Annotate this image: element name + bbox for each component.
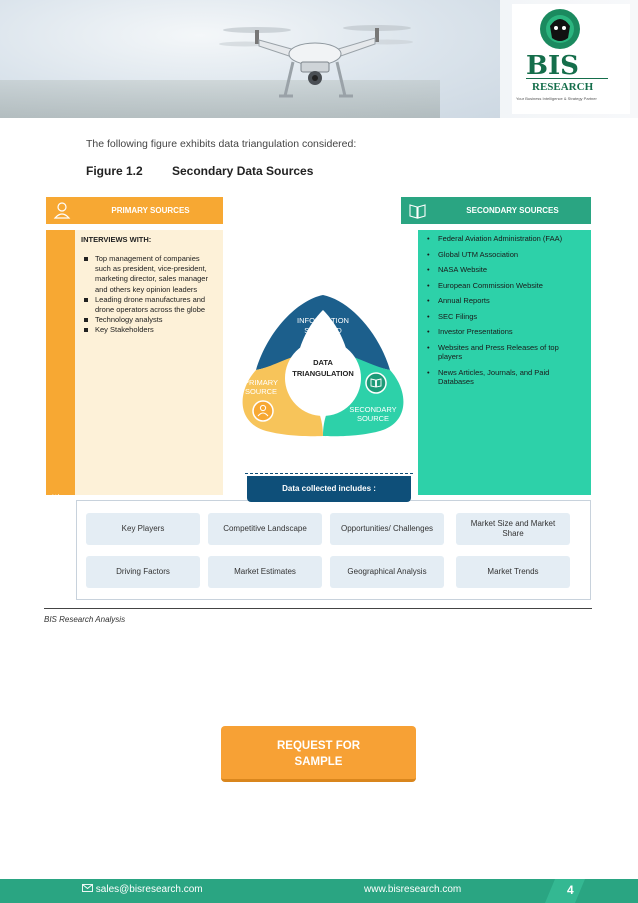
svg-text:Your Business Intelligence & S: Your Business Intelligence & Strategy Pa… [516,96,597,101]
envelope-icon [82,884,93,892]
svg-text:SOURCED: SOURCED [304,326,342,335]
svg-text:INFORMATION: INFORMATION [297,316,349,325]
list-item: SEC Filings [424,312,585,322]
chip-opportunities: Opportunities/ Challenges [330,513,444,545]
list-item: Global UTM Association [424,250,585,260]
data-collected-label: Data collected includes : [247,476,411,502]
figure-title: Secondary Data Sources [172,164,313,178]
svg-text:SOURCE: SOURCE [357,414,389,423]
request-sample-button[interactable]: REQUEST FOR SAMPLE [221,726,416,782]
bis-research-logo: BIS RESEARCH Your Business Intelligence … [512,4,630,114]
book-icon [401,197,434,224]
interviews-title: INTERVIEWS WITH: [81,235,217,244]
person-icon [46,197,78,224]
secondary-sources-header: SECONDARY SOURCES [434,197,591,224]
chip-competitive-landscape: Competitive Landscape [208,513,322,545]
figure-label: Figure 1.2 [86,164,143,178]
footer-email-link[interactable]: sales@bisresearch.com [82,884,203,895]
list-item: Annual Reports [424,296,585,306]
chip-geographical-analysis: Geographical Analysis [330,556,444,588]
page-number-tab [545,879,585,903]
svg-text:RESEARCH: RESEARCH [532,81,594,93]
list-item: Websites and Press Releases of top playe… [424,343,585,362]
footer-bar: sales@bisresearch.com www.bisresearch.co… [0,879,638,903]
list-item: Key Stakeholders [81,325,217,335]
primary-list: Top management of companies such as pres… [81,254,217,336]
chip-market-estimates: Market Estimates [208,556,322,588]
secondary-list: Federal Aviation Administration (FAA) Gl… [424,234,585,387]
list-item: Leading drone manufactures and drone ope… [81,295,217,315]
drone-illustration [215,10,415,105]
svg-text:SECONDARY: SECONDARY [349,405,396,414]
list-item: NASA Website [424,265,585,275]
chip-driving-factors: Driving Factors [86,556,200,588]
primary-sources-panel: INTERVIEWS WITH: Top management of compa… [75,230,223,495]
list-item: Top management of companies such as pres… [81,254,217,295]
svg-text:BIS: BIS [526,51,579,81]
footer-website-link[interactable]: www.bisresearch.com [364,884,461,895]
svg-text:PRIMARY: PRIMARY [244,378,278,387]
list-item: Technology analysts [81,315,217,325]
page-number: 4 [567,883,574,897]
primary-sources-header: PRIMARY SOURCES [78,197,223,224]
secondary-sources-panel: Federal Aviation Administration (FAA) Gl… [418,230,591,495]
list-item: European Commission Website [424,281,585,291]
svg-text:DATA: DATA [313,358,333,367]
list-item: Federal Aviation Administration (FAA) [424,234,585,244]
cta-line-1: REQUEST FOR [221,738,416,754]
person-icon [253,401,273,421]
chip-market-size: Market Size and Market Share [456,513,570,545]
svg-text:TRIANGULATION: TRIANGULATION [292,369,354,378]
supply-side-label: SUPPLY SIDE [51,494,61,552]
list-item: News Articles, Journals, and Paid Databa… [424,368,585,387]
data-triangulation-diagram: INFORMATION SOURCED DATA TRIANGULATION P… [228,290,418,440]
chip-key-players: Key Players [86,513,200,545]
source-note: BIS Research Analysis [44,615,125,624]
footer-email-text: sales@bisresearch.com [96,884,203,895]
supply-side-bar: SUPPLY SIDE [46,230,75,495]
divider [44,608,592,609]
svg-text:SOURCE: SOURCE [245,387,277,396]
header-banner: BIS RESEARCH Your Business Intelligence … [0,0,638,118]
list-item: Investor Presentations [424,327,585,337]
cta-line-2: SAMPLE [221,754,416,770]
intro-text: The following figure exhibits data trian… [86,138,356,150]
book-icon [366,373,386,393]
chip-market-trends: Market Trends [456,556,570,588]
